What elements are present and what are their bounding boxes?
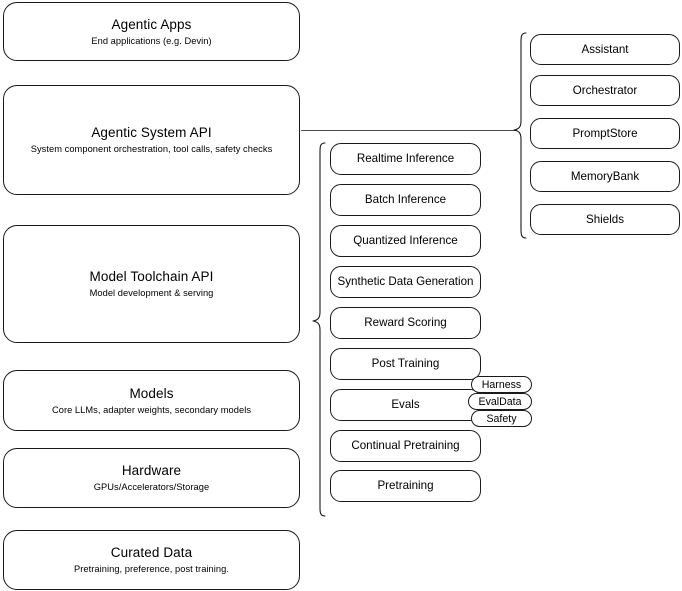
system-component-label: Orchestrator — [572, 83, 638, 97]
layer-box-model-toolchain-api[interactable]: Model Toolchain API Model development & … — [3, 225, 300, 343]
layer-subtitle: GPUs/Accelerators/Storage — [93, 482, 210, 492]
layer-title: Curated Data — [110, 545, 193, 560]
toolchain-box-batch-inference[interactable]: Batch Inference — [330, 184, 481, 216]
eval-pill-safety[interactable]: Safety — [471, 410, 532, 427]
toolchain-label: Reward Scoring — [364, 316, 447, 329]
system-component-box-shields[interactable]: Shields — [530, 204, 680, 235]
layer-subtitle: Model development & serving — [89, 288, 214, 298]
system-component-box-promptstore[interactable]: PromptStore — [530, 118, 680, 149]
layer-subtitle: Core LLMs, adapter weights, secondary mo… — [51, 404, 252, 415]
toolchain-box-synthetic-data-generation[interactable]: Synthetic Data Generation — [330, 266, 481, 298]
toolchain-box-reward-scoring[interactable]: Reward Scoring — [330, 307, 481, 339]
toolchain-box-quantized-inference[interactable]: Quantized Inference — [330, 225, 481, 257]
toolchain-box-post-training[interactable]: Post Training — [330, 348, 481, 380]
layer-box-agentic-apps[interactable]: Agentic Apps End applications (e.g. Devi… — [3, 2, 300, 61]
toolchain-box-continual-pretraining[interactable]: Continual Pretraining — [330, 430, 481, 462]
system-component-box-orchestrator[interactable]: Orchestrator — [530, 75, 680, 106]
layer-title: Agentic System API — [91, 125, 212, 140]
layer-subtitle: Pretraining, preference, post training. — [74, 564, 229, 574]
eval-pill-evaldata[interactable]: EvalData — [468, 393, 532, 410]
system-component-label: Assistant — [581, 42, 629, 56]
toolchain-label: Evals — [391, 398, 420, 411]
system-component-label: PromptStore — [572, 126, 638, 140]
layer-box-hardware[interactable]: Hardware GPUs/Accelerators/Storage — [3, 448, 300, 508]
toolchain-label: Pretraining — [377, 479, 434, 492]
layer-title: Models — [129, 385, 174, 401]
system-component-label: MemoryBank — [570, 169, 640, 183]
layer-box-models[interactable]: Models Core LLMs, adapter weights, secon… — [3, 370, 300, 431]
system-component-box-memorybank[interactable]: MemoryBank — [530, 161, 680, 192]
system-component-box-assistant[interactable]: Assistant — [530, 34, 680, 65]
toolchain-label: Continual Pretraining — [351, 439, 460, 452]
layer-subtitle: End applications (e.g. Devin) — [91, 35, 212, 46]
eval-pill-harness[interactable]: Harness — [471, 376, 532, 393]
connector-system-api-to-components — [301, 130, 517, 131]
system-component-label: Shields — [585, 212, 625, 226]
eval-pill-label: Harness — [481, 378, 522, 391]
layer-subtitle: System component orchestration, tool cal… — [30, 144, 273, 154]
toolchain-label: Batch Inference — [364, 193, 447, 206]
layer-box-curated-data[interactable]: Curated Data Pretraining, preference, po… — [3, 530, 300, 590]
toolchain-label: Post Training — [371, 357, 440, 370]
eval-pill-label: Safety — [486, 412, 517, 425]
layer-title: Hardware — [121, 463, 182, 478]
toolchain-label: Synthetic Data Generation — [337, 275, 474, 288]
toolchain-box-realtime-inference[interactable]: Realtime Inference — [330, 143, 481, 175]
layer-title: Model Toolchain API — [89, 269, 214, 284]
brace-agentic-system-components — [513, 32, 527, 239]
layer-title: Agentic Apps — [111, 16, 192, 32]
toolchain-box-evals[interactable]: Evals — [330, 389, 481, 421]
brace-model-toolchain — [312, 142, 326, 517]
eval-pill-label: EvalData — [478, 395, 522, 408]
toolchain-label: Realtime Inference — [356, 152, 455, 165]
layer-box-agentic-system-api[interactable]: Agentic System API System component orch… — [3, 85, 300, 195]
toolchain-box-pretraining[interactable]: Pretraining — [330, 470, 481, 502]
toolchain-label: Quantized Inference — [353, 234, 458, 247]
